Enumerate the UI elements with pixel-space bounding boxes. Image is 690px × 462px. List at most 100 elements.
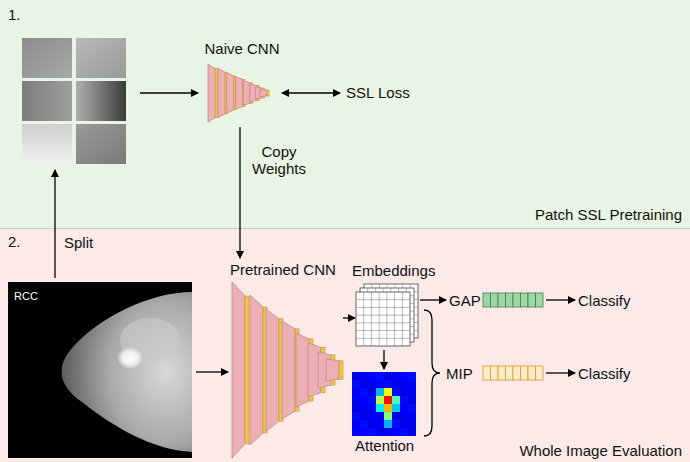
attention-cell [392,388,400,396]
node-caption: Whole Image Evaluation [519,442,682,459]
mip-vector-cell [483,366,491,380]
grid-line [356,322,410,323]
arrow [546,299,575,300]
arrow [196,371,228,372]
edge-label: Copy Weights [248,143,310,178]
embedding-grids [356,284,418,346]
attention-cell [400,428,408,436]
attention-cell [408,428,416,436]
attention-cell [408,420,416,428]
cnn-layer [266,309,279,431]
attention-cell [376,388,384,396]
attention-cell [360,388,368,396]
attention-cell [360,396,368,404]
mip-vector-cell [498,366,506,380]
text-slot: SSL Loss [346,84,410,101]
cnn-layer [326,359,339,381]
attention-cell [400,372,408,380]
cnn-layer [208,64,215,122]
mip-vector-cell [506,366,514,380]
gap-vector-cell [521,293,529,307]
mammogram-ground [8,282,192,458]
grid-line [394,292,395,346]
attention-cell [352,420,360,428]
part-label: Attention [355,437,414,454]
attention-cell [384,412,392,420]
loss-label: SSL Loss [346,84,410,101]
connector [239,127,240,258]
grid-line [356,299,410,300]
attention-cell [368,372,376,380]
arrow-label: Split [64,234,93,251]
text-slot: GAP [449,292,481,309]
node-title: 2. [8,233,21,250]
attention-cell [376,396,384,404]
gap-vector-cell [536,293,544,307]
cnn-layer [260,89,267,96]
cnn-layer [296,333,309,407]
attention-cell [368,396,376,404]
patch [22,124,72,164]
arrow [343,317,355,318]
attention-cell [408,372,416,380]
text-slot: RCC [14,290,38,303]
arrow [420,299,446,300]
gap-vector-cell [528,293,536,307]
output-label: Classify [578,292,631,309]
mip-vector-cell [536,366,544,380]
text-slot: Classify [578,292,631,309]
arrow [383,350,384,369]
attention-cell [352,428,360,436]
attention-cell [392,372,400,380]
text-slot: Whole Image Evaluation [519,442,682,459]
patch [76,38,126,78]
image-patches [22,38,126,164]
attention-cell [400,420,408,428]
node-title: 1. [8,6,21,23]
attention-cell [408,396,416,404]
node-caption: Patch SSL Pretraining [535,206,682,223]
attention-cell [376,412,384,420]
embedding-sheet [356,292,410,346]
mip-vector-cell [521,366,529,380]
attention-cell [352,404,360,412]
text-slot: 1. [8,6,21,23]
output-label: Classify [578,365,631,382]
attention-cell [408,380,416,388]
mammogram [8,282,192,458]
grid-line [379,292,380,346]
attention-cell [392,380,400,388]
attention-cell [368,420,376,428]
text-slot: Embeddings [352,262,435,279]
text-slot: 2. [8,233,21,250]
brace [424,310,440,436]
cnn-layer [227,73,234,113]
attention-cell [368,404,376,412]
attention-cell [368,388,376,396]
grid-line [356,330,410,331]
attention-cell [368,380,376,388]
patch [76,124,126,164]
attention-cell [376,404,384,412]
attention-cell [400,380,408,388]
attention-cell [360,420,368,428]
attention-cell [376,428,384,436]
attention-cell [376,420,384,428]
gap-vector-cell [513,293,521,307]
node-title: Pretrained CNN [230,261,336,278]
grid-line [402,292,403,346]
attention-cell [392,412,400,420]
grid-line [386,292,387,346]
gap-vector-cell [506,293,514,307]
breast-shape [62,292,192,452]
attention-cell [360,372,368,380]
attention-cell [352,388,360,396]
cnn-drawings [208,64,343,458]
part-label: Embeddings [352,262,435,279]
attention-cell [392,420,400,428]
attention-cell [360,428,368,436]
double-arrow [282,92,340,93]
mip-vector-cell [491,366,499,380]
attention-cell [352,396,360,404]
